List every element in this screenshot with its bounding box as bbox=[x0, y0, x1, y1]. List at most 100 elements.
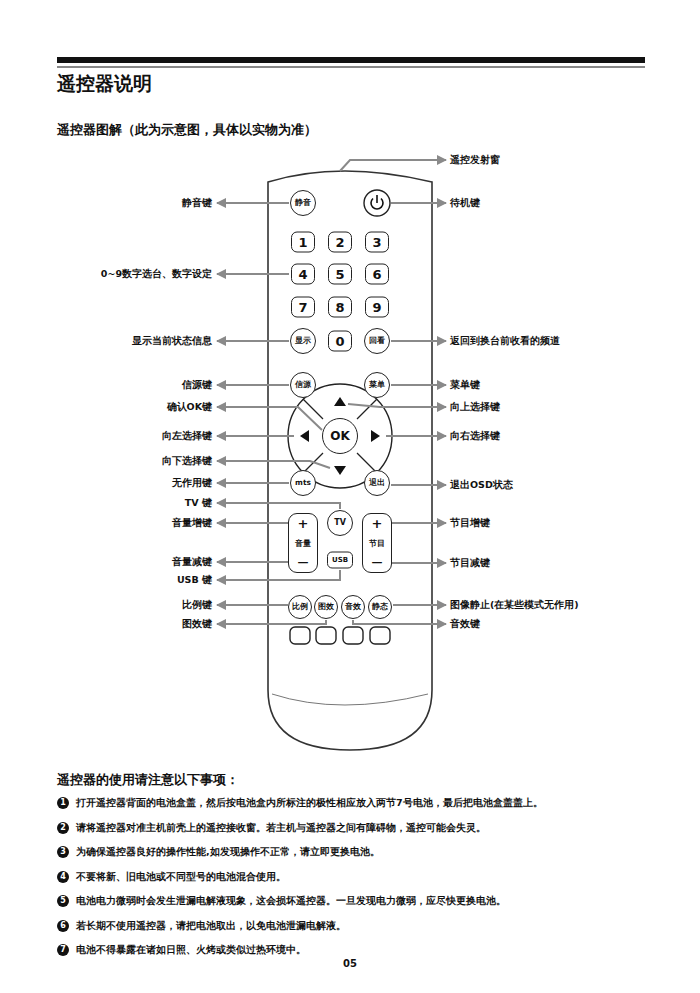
button-text: TV bbox=[334, 519, 346, 527]
remote-button: 信源 bbox=[290, 372, 316, 398]
button-text: 7 bbox=[298, 301, 307, 314]
blank-buttons bbox=[290, 627, 390, 644]
button-text: 退出 bbox=[369, 479, 385, 487]
note-text: 打开遥控器背面的电池盒盖，然后按电池盒内所标注的极性相应放入两节7号电池，最后把… bbox=[76, 798, 543, 808]
callout-label: USB 键 bbox=[177, 575, 212, 585]
section-heading: 遥控器图解（此为示意图，具体以实物为准） bbox=[57, 123, 317, 137]
button-text: 显示 bbox=[295, 337, 311, 345]
button-text: 1 bbox=[298, 236, 307, 249]
callout-label: 静音键 bbox=[182, 198, 212, 208]
button-text: 6 bbox=[372, 268, 381, 281]
remote-button: 静音 bbox=[290, 190, 316, 216]
callout-label: 确认OK键 bbox=[167, 402, 212, 412]
callout-label: TV 键 bbox=[185, 498, 212, 508]
note-text: 请将遥控器对准主机前壳上的遥控接收窗。若主机与遥控器之间有障碍物，遥控可能会失灵… bbox=[76, 823, 486, 833]
button-text: 4 bbox=[298, 268, 307, 281]
remote-button: 2 bbox=[328, 232, 352, 253]
remote-button: mts bbox=[290, 470, 316, 496]
note-number: 2 bbox=[57, 822, 69, 834]
callout-label: 待机键 bbox=[450, 198, 480, 208]
button-text: 图效 bbox=[318, 603, 334, 611]
note-number: 6 bbox=[57, 920, 69, 932]
callout-label: 节目增键 bbox=[450, 518, 490, 528]
leader-lines bbox=[217, 160, 446, 624]
button-text: 2 bbox=[335, 236, 344, 249]
note-number: 4 bbox=[57, 871, 69, 883]
power-button bbox=[364, 190, 390, 216]
remote-button: 7 bbox=[291, 297, 315, 318]
note-number: 7 bbox=[57, 944, 69, 956]
remote-button: 9 bbox=[365, 297, 389, 318]
note-text: 电池电力微弱时会发生泄漏电解液现象，这会损坏遥控器。一旦发现电力微弱，应尽快更换… bbox=[76, 896, 506, 906]
remote-button: 4 bbox=[291, 264, 315, 285]
remote-button: 0 bbox=[328, 331, 352, 352]
button-text: USB bbox=[332, 557, 348, 564]
button-text: + bbox=[372, 517, 383, 530]
remote-button: 音效 bbox=[341, 595, 365, 619]
callout-label: 图像静止(在某些模式无作用) bbox=[450, 600, 579, 610]
callout-label: 返回到换台前收看的频道 bbox=[450, 336, 560, 346]
button-text: 音效 bbox=[345, 603, 361, 611]
section-heading: 遥控器的使用请注意以下事项： bbox=[57, 773, 239, 787]
remote-button: 菜单 bbox=[364, 372, 390, 398]
callout-label: 向下选择键 bbox=[162, 456, 212, 466]
note-number: 1 bbox=[57, 797, 69, 809]
callout-label: 菜单键 bbox=[450, 380, 480, 390]
callout-label: 音量增键 bbox=[172, 518, 212, 528]
remote-button: TV bbox=[327, 510, 353, 536]
button-text: + bbox=[298, 517, 309, 530]
button-text: 0 bbox=[335, 335, 344, 348]
remote-button: 显示 bbox=[290, 328, 316, 354]
remote-button: 图效 bbox=[314, 595, 338, 619]
page-number: 05 bbox=[343, 958, 357, 969]
remote-seam bbox=[272, 694, 428, 705]
callout-label: 无作用键 bbox=[172, 478, 212, 488]
remote-button: + 节目 — bbox=[362, 513, 392, 573]
note-text: 若长期不使用遥控器，请把电池取出，以免电池泄漏电解液。 bbox=[76, 921, 346, 931]
button-text: mts bbox=[295, 479, 311, 487]
callout-label: 音效键 bbox=[450, 619, 480, 629]
button-text: 比例 bbox=[292, 603, 308, 611]
callout-label: 信源键 bbox=[182, 380, 212, 390]
button-text: — bbox=[372, 557, 383, 568]
remote-button: 3 bbox=[365, 232, 389, 253]
button-text: 回看 bbox=[369, 337, 385, 345]
header-rule bbox=[57, 67, 645, 68]
button-text: 静态 bbox=[372, 603, 388, 611]
button-text: 静音 bbox=[295, 199, 311, 207]
button-text: 8 bbox=[335, 301, 344, 314]
remote-button: 静态 bbox=[368, 595, 392, 619]
note-text: 电池不得暴露在诸如日照、火烤或类似过热环境中。 bbox=[76, 945, 306, 955]
callout-label: 向右选择键 bbox=[450, 431, 500, 441]
note-number: 3 bbox=[57, 846, 69, 858]
callout-label: 遥控发射窗 bbox=[450, 155, 500, 165]
page-title: 遥控器说明 bbox=[57, 73, 152, 94]
callout-label: 向左选择键 bbox=[162, 431, 212, 441]
button-text: 节目 bbox=[369, 540, 385, 548]
note-number: 5 bbox=[57, 895, 69, 907]
callout-label: 节目减键 bbox=[450, 558, 490, 568]
remote-button: 退出 bbox=[364, 470, 390, 496]
button-text: — bbox=[298, 557, 309, 568]
note-text: 为确保遥控器良好的操作性能,如发现操作不正常，请立即更换电池。 bbox=[76, 847, 380, 857]
remote-button: USB bbox=[327, 552, 353, 569]
remote-button: OK bbox=[322, 418, 358, 454]
remote-button: 5 bbox=[328, 264, 352, 285]
callout-label: 比例键 bbox=[182, 600, 212, 610]
remote-button: 比例 bbox=[288, 595, 312, 619]
note-text: 不要将新、旧电池或不同型号的电池混合使用。 bbox=[76, 872, 286, 882]
callout-label: 显示当前状态信息 bbox=[132, 336, 212, 346]
remote-button: 回看 bbox=[364, 328, 390, 354]
remote-button: 1 bbox=[291, 232, 315, 253]
button-text: 音量 bbox=[295, 540, 311, 548]
remote-button: + 音量 — bbox=[288, 513, 318, 573]
callout-label: 向上选择键 bbox=[450, 402, 500, 412]
remote-button: 8 bbox=[328, 297, 352, 318]
header-bar bbox=[57, 57, 645, 63]
button-text: 5 bbox=[335, 268, 344, 281]
callout-label: 图效键 bbox=[182, 619, 212, 629]
button-text: OK bbox=[330, 430, 350, 442]
button-text: 9 bbox=[372, 301, 381, 314]
button-text: 信源 bbox=[295, 381, 311, 389]
